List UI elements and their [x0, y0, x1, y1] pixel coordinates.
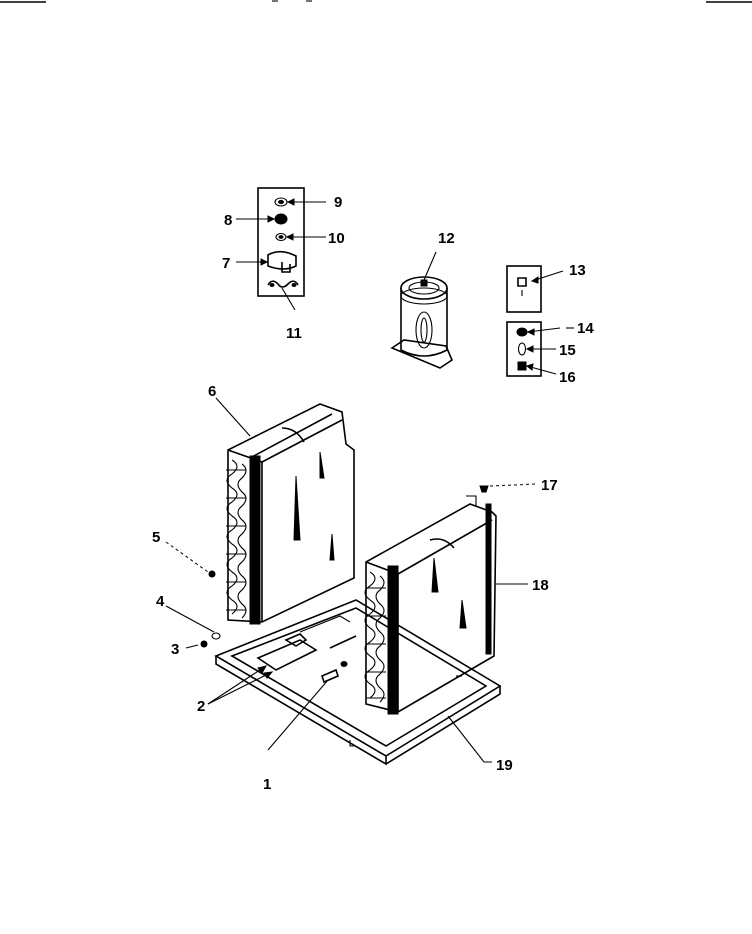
part-12-compressor	[390, 251, 453, 369]
callout-5: 5	[152, 529, 160, 546]
part-6-evaporator-coil	[226, 403, 355, 625]
callout-8: 8	[224, 212, 232, 229]
callout-16: 16	[559, 369, 576, 386]
callout-6: 6	[208, 383, 216, 400]
part-1-spacer	[321, 661, 348, 684]
callout-labels: 1 2 3 4 5 6 7 8 9 10 11 12 13 14 15 16 1…	[152, 194, 594, 793]
callout-12: 12	[438, 230, 455, 247]
part-4-washer	[211, 632, 221, 640]
callout-17: 17	[541, 477, 558, 494]
callout-14: 14	[577, 320, 594, 337]
part-2-clips	[256, 615, 357, 671]
callout-19: 19	[496, 757, 513, 774]
part-17-screw	[479, 485, 489, 493]
top-edge-marks	[0, 0, 752, 3]
callout-15: 15	[559, 342, 576, 359]
callout-3: 3	[171, 641, 179, 658]
coil-tubes-right	[364, 571, 386, 703]
callout-18: 18	[532, 577, 549, 594]
part-18-condenser-coil	[364, 495, 497, 715]
callout-11: 11	[286, 325, 302, 342]
callout-13: 13	[569, 262, 586, 279]
part-8-nut	[274, 213, 288, 225]
part-7-capacitor	[267, 250, 297, 273]
part-19-base-pan	[214, 599, 502, 766]
part-3-screw	[200, 640, 208, 648]
coil-tubes-left	[226, 459, 247, 619]
callout-9: 9	[334, 194, 342, 211]
leader-lines	[165, 397, 537, 763]
part-11-bracket	[267, 280, 299, 288]
callout-4: 4	[156, 593, 165, 610]
callout-2: 2	[197, 698, 205, 715]
control-panel-part	[236, 187, 326, 311]
part-13-terminal-cover	[506, 265, 564, 313]
parts-14-16-overload-panel	[506, 321, 561, 377]
part-5-screw	[208, 570, 216, 578]
callout-10: 10	[328, 230, 345, 247]
callout-7: 7	[222, 255, 230, 272]
callout-1: 1	[263, 776, 271, 793]
